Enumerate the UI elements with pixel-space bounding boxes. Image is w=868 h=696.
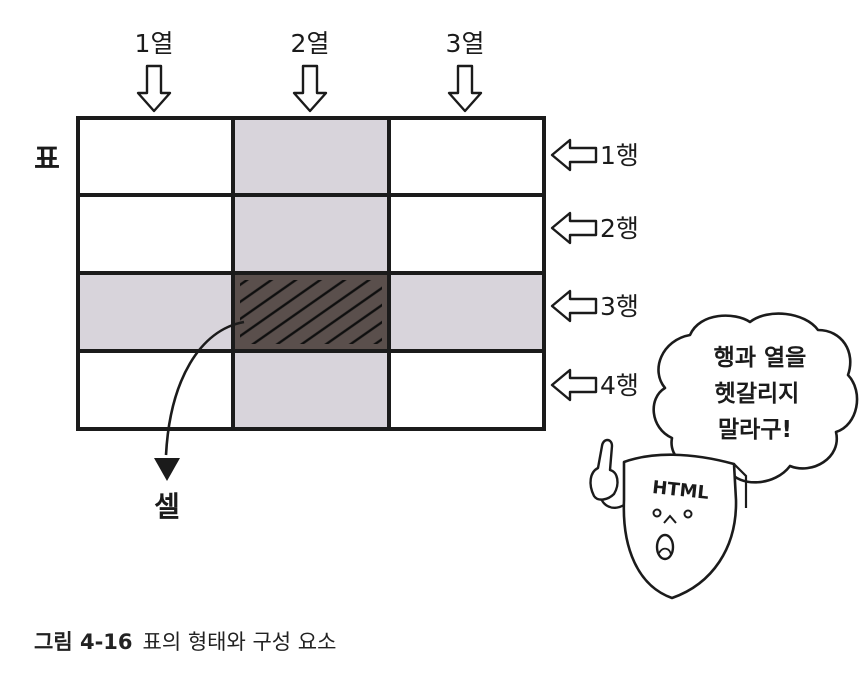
figure-number: 그림 4-16 <box>34 630 133 654</box>
cell-r1-c1 <box>78 118 233 195</box>
left-arrow-icon <box>550 368 598 402</box>
down-arrow-icon <box>292 64 328 113</box>
cell-r2-c3 <box>389 195 544 273</box>
row-label-2: 2행 <box>600 214 639 243</box>
cell-r4-c1 <box>78 351 233 429</box>
down-arrow-icon <box>136 64 172 113</box>
mascot-eye-left <box>652 508 662 518</box>
bubble-line-2: 헷갈리지 <box>715 381 800 407</box>
column-label-1: 1열 <box>135 29 174 58</box>
cell-r3-c1 <box>78 273 233 351</box>
html-mascot: HTML <box>589 438 748 600</box>
cell-r2-c2 <box>233 195 389 273</box>
cell-pointer-arrow <box>164 320 245 456</box>
cell-hatching <box>240 280 382 344</box>
cell-r1-c2 <box>233 118 389 195</box>
bubble-line-3: 말라구! <box>718 417 792 443</box>
figure-caption-text: 표의 형태와 구성 요소 <box>142 630 337 654</box>
down-arrow-icon <box>447 64 483 113</box>
mascot-edge <box>733 463 748 508</box>
cell-r3-c3 <box>389 273 544 351</box>
table-grid <box>76 116 546 431</box>
row-label-3: 3행 <box>600 292 639 321</box>
left-arrow-icon <box>550 289 598 323</box>
cell-r4-c2 <box>233 351 389 429</box>
table-label: 표 <box>34 142 60 175</box>
figure-caption: 그림 4-16 표의 형태와 구성 요소 <box>34 626 336 656</box>
cell-r1-c3 <box>389 118 544 195</box>
column-label-2: 2열 <box>291 29 330 58</box>
mascot-brows <box>663 514 677 524</box>
cell-r4-c3 <box>389 351 544 429</box>
mascot-mouth <box>655 533 675 561</box>
left-arrow-icon <box>550 138 598 172</box>
mascot-eye-right <box>683 509 693 519</box>
mascot-tongue <box>658 547 672 556</box>
cell-r2-c1 <box>78 195 233 273</box>
row-label-4: 4행 <box>600 371 639 400</box>
arrowhead-icon <box>154 458 180 481</box>
mascot-body <box>622 453 738 600</box>
left-arrow-icon <box>550 211 598 245</box>
column-label-3: 3열 <box>446 29 485 58</box>
bubble-line-1: 행과 열을 <box>714 345 807 371</box>
row-label-1: 1행 <box>600 141 639 170</box>
cell-label: 셀 <box>154 490 180 523</box>
pointing-hand-icon <box>589 438 619 501</box>
